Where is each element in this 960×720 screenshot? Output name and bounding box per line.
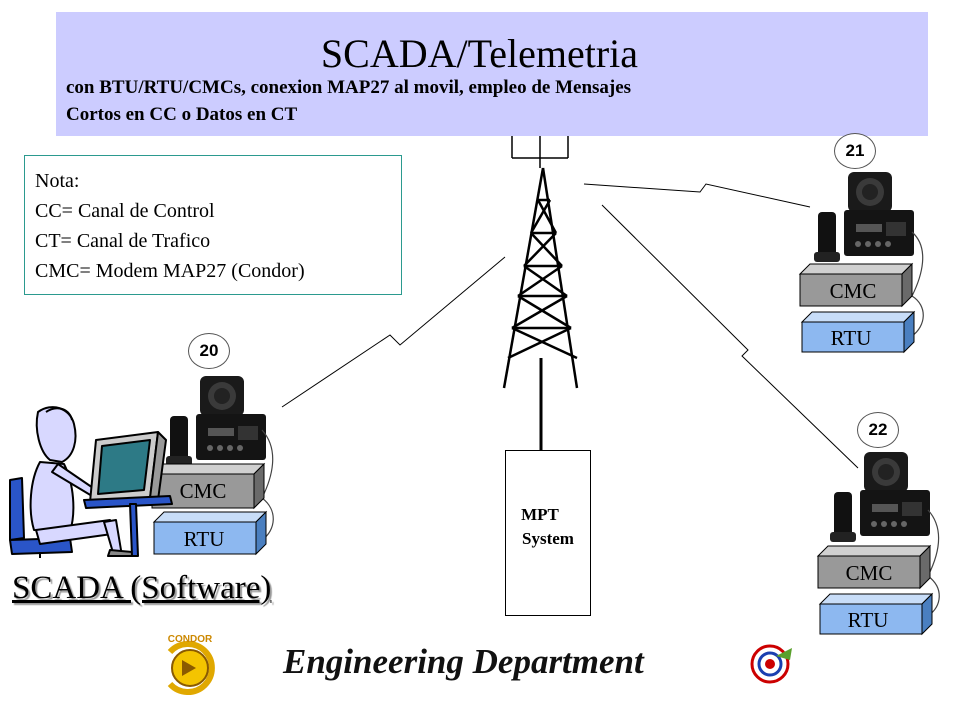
radio-link-22 (601, 204, 859, 469)
slide-subtitle: con BTU/RTU/CMCs, conexion MAP27 al movi… (66, 74, 916, 128)
node-20-cmc-label: CMC (180, 479, 227, 503)
node-20-radio-icon (166, 376, 266, 466)
node-20-rtu-label: RTU (184, 527, 225, 551)
operator-at-computer-icon (9, 406, 173, 558)
mpt-system-box: MPT System (505, 450, 591, 616)
antenna-elements (511, 136, 569, 168)
subtitle-line-1: con BTU/RTU/CMCs, conexion MAP27 al movi… (66, 77, 632, 98)
mpt-label: MPT (521, 505, 559, 524)
node-21-cmc-label: CMC (830, 279, 877, 303)
node-22-cmc-box: CMC (816, 544, 932, 590)
radio-link-21 (583, 183, 811, 208)
node-21-badge: 21 (834, 133, 876, 169)
node-22-rtu-label: RTU (848, 608, 889, 632)
node-22-rtu-box: RTU (818, 592, 934, 636)
node-20-badge: 20 (188, 333, 230, 369)
radio-link-20 (281, 256, 506, 408)
engineering-department-label: Engineering Department (283, 642, 644, 681)
note-box: Nota: CC= Canal de Control CT= Canal de … (24, 155, 402, 295)
subtitle-line-2: Cortos en CC o Datos en CT (66, 104, 298, 125)
node-22-cmc-label: CMC (846, 561, 893, 585)
condor-logo-icon: CONDOR (167, 634, 215, 695)
note-line: Nota: (35, 170, 80, 192)
node-22-radio-icon (830, 452, 930, 542)
system-label: System (522, 529, 574, 548)
node-21-rtu-label: RTU (831, 326, 872, 350)
node-20-rtu-box: RTU (152, 510, 268, 556)
node-21-rtu-box: RTU (800, 310, 916, 354)
slide-title: SCADA/Telemetria (320, 31, 639, 76)
node-21-cmc-box: CMC (798, 262, 914, 308)
scada-software-label: SCADA (Software) (12, 570, 272, 606)
antenna-tower-icon (502, 167, 579, 452)
note-line: CT= Canal de Trafico (35, 230, 211, 252)
note-line: CMC= Modem MAP27 (Condor) (35, 260, 305, 282)
target-logo-icon (750, 644, 792, 684)
condor-logo-text: CONDOR (168, 634, 213, 645)
node-22-badge: 22 (857, 412, 899, 448)
note-line: CC= Canal de Control (35, 200, 215, 222)
title-banner: SCADA/Telemetria con BTU/RTU/CMCs, conex… (56, 12, 928, 136)
node-21-radio-icon (814, 172, 914, 262)
